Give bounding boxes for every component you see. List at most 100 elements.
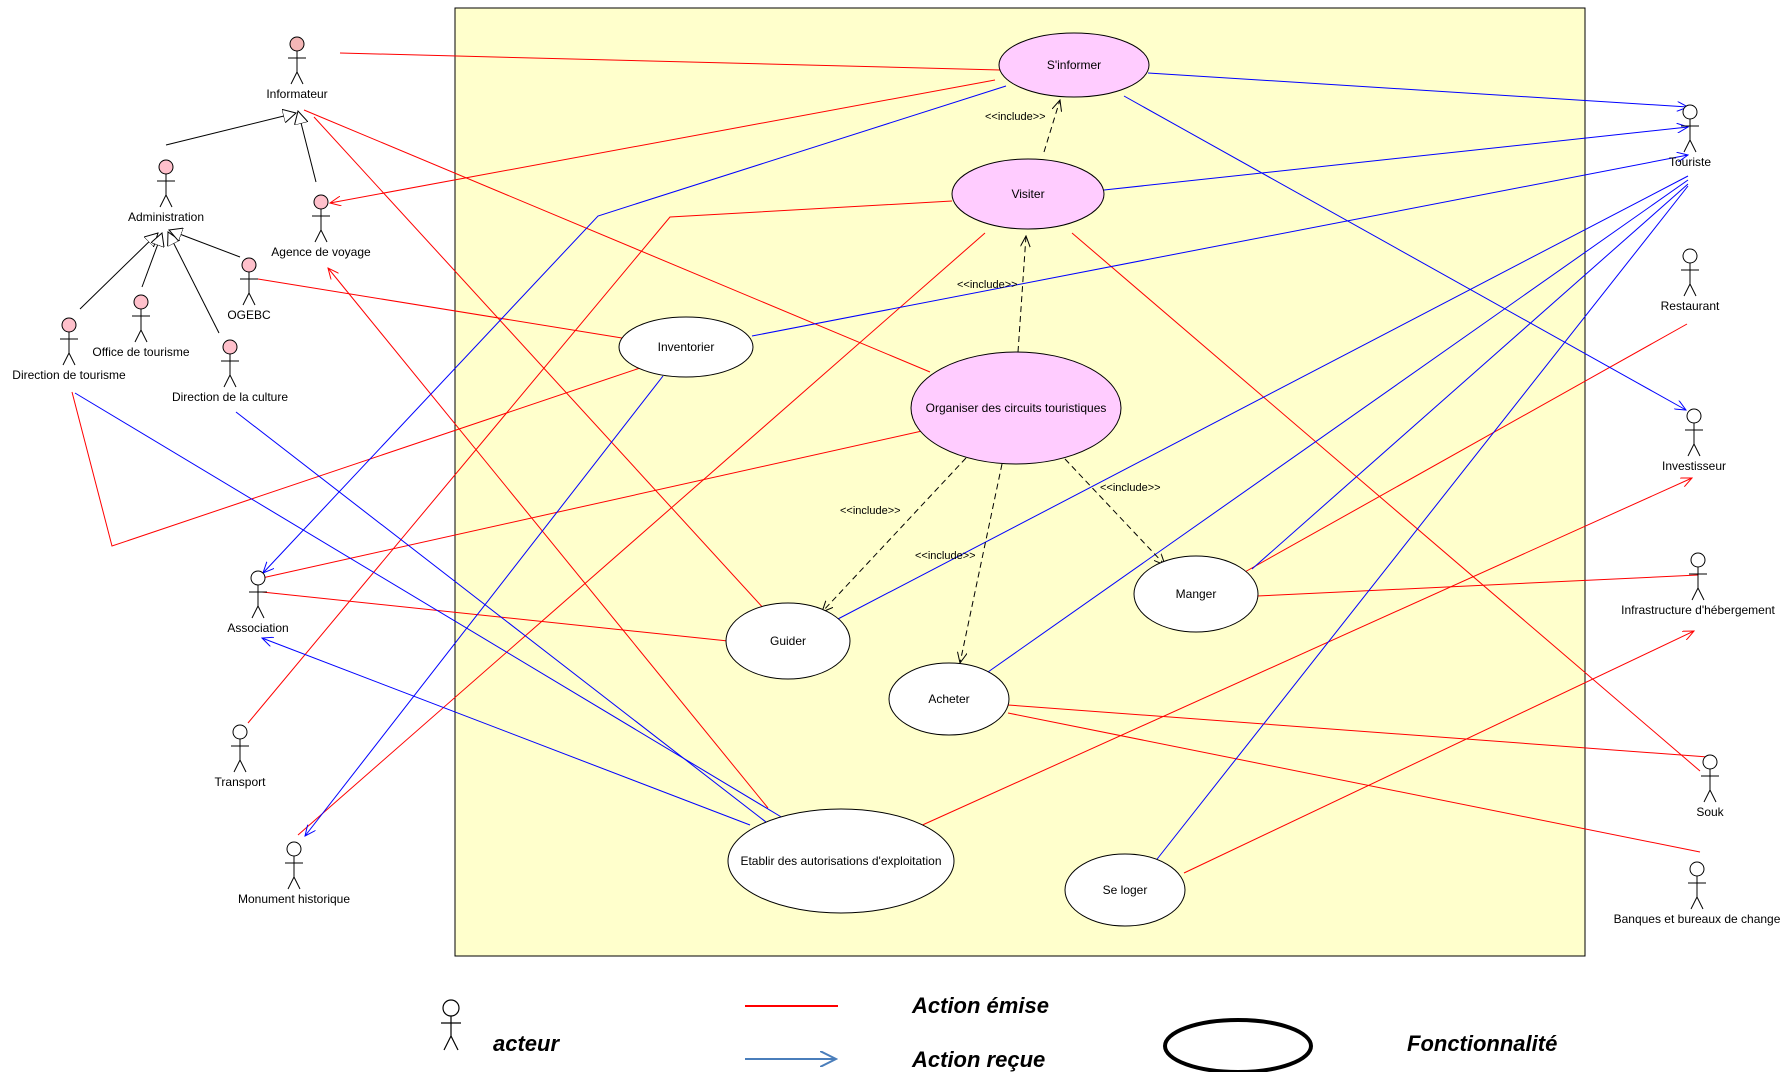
- use-case-visiter[interactable]: Visiter: [951, 158, 1105, 230]
- actor-label: OGEBC: [227, 308, 271, 322]
- use-case-sinformer[interactable]: S'informer: [998, 32, 1150, 98]
- actor-label: Banques et bureaux de change: [1614, 912, 1781, 926]
- emitted-action-line-ogebc-inventorier: [257, 278, 623, 339]
- actor-souk[interactable]: Souk: [1696, 754, 1725, 819]
- received-action-line-visiter-touriste: [1103, 127, 1688, 191]
- association-lines: [71, 52, 1709, 874]
- use-case-label: Acheter: [928, 692, 969, 706]
- actor-label: Agence de voyage: [271, 245, 371, 259]
- include-arrow-organiser-guider: [822, 457, 967, 612]
- include-arrow-organiser-manger: [1064, 458, 1165, 565]
- actor-label: Investisseur: [1662, 459, 1726, 473]
- legend-actor-label: acteur: [493, 1031, 560, 1056]
- use-case-label: Visiter: [1011, 187, 1044, 201]
- use-case-ellipse: [888, 662, 1010, 736]
- received-action-line-sinformer-association: [263, 85, 1007, 573]
- use-case-label: Etablir des autorisations d'exploitation: [740, 854, 941, 868]
- legend-emitted-label: Action émise: [911, 993, 1049, 1018]
- include-arrow-organiser-acheter: [960, 463, 1003, 663]
- emitted-action-line-transport-visiter: [247, 200, 953, 724]
- actor-office[interactable]: Office de tourisme: [92, 294, 190, 359]
- include-arrow-visiter-sinformer: [1043, 100, 1060, 153]
- actor-icon: [132, 294, 150, 343]
- legend: acteur Action émise Action reçue Fonctio…: [441, 993, 1557, 1072]
- use-case-manger[interactable]: Manger: [1133, 555, 1259, 633]
- include-relations: <<include>> <<include>> <<include>> <<inclu…: [822, 100, 1165, 663]
- use-case-label: Inventorier: [658, 340, 715, 354]
- emitted-action-line-organiser-informateur: [303, 109, 931, 373]
- use-case-ellipse: [727, 808, 955, 914]
- actor-label: Administration: [128, 210, 204, 224]
- actor-administration[interactable]: Administration: [128, 159, 204, 224]
- use-case-seloger[interactable]: Se loger: [1064, 853, 1186, 927]
- generalization-ogebc-administration: [169, 230, 241, 258]
- use-case-ellipse: [951, 158, 1105, 230]
- actor-ogebc[interactable]: OGEBC: [227, 257, 271, 322]
- use-case-ellipse: [1133, 555, 1259, 633]
- received-action-line-seloger-touriste: [1153, 185, 1689, 864]
- actor-banques[interactable]: Banques et bureaux de change: [1614, 861, 1781, 926]
- actor-touriste[interactable]: Touriste: [1669, 104, 1711, 169]
- actor-association[interactable]: Association: [227, 570, 289, 635]
- emitted-action-line-manger-restaurant: [1242, 323, 1688, 574]
- legend-usecase-ellipse: [1163, 1018, 1313, 1072]
- emitted-action-line-association-organiser: [261, 430, 923, 579]
- emitted-action-line-visiter-souk: [1071, 232, 1701, 772]
- use-case-label: Manger: [1176, 587, 1217, 601]
- received-action-line-etablir-association: [262, 638, 751, 826]
- legend-received-label: Action reçue: [911, 1047, 1045, 1072]
- emitted-action-line-guider-informateur: [313, 116, 767, 612]
- include-label-organiser-guider: <<include>>: [840, 505, 901, 517]
- include-label-organiser-acheter: <<include>>: [915, 550, 976, 562]
- emitted-action-line-inventorier-direction_tourisme: [71, 367, 641, 547]
- actor-restaurant[interactable]: Restaurant: [1661, 248, 1720, 313]
- actor-icon: [285, 841, 303, 890]
- actor-investisseur[interactable]: Investisseur: [1662, 408, 1726, 473]
- actor-informateur[interactable]: Informateur: [266, 36, 328, 101]
- received-action-line-inventorier-touriste: [751, 155, 1688, 337]
- use-case-ellipse: [998, 32, 1150, 98]
- generalization-office-administration: [141, 233, 162, 288]
- use-case-organiser[interactable]: Organiser des circuits touristiques: [910, 351, 1122, 465]
- actor-label: Restaurant: [1661, 299, 1720, 313]
- generalization-direction_culture-administration: [168, 232, 220, 334]
- received-action-line-sinformer-investisseur: [1123, 95, 1686, 410]
- actor-label: Souk: [1696, 805, 1724, 819]
- use-case-ellipse: [910, 351, 1122, 465]
- include-label-organiser-manger: <<include>>: [1100, 482, 1161, 494]
- emitted-action-line-association-guider: [261, 591, 729, 642]
- use-case-label: Se loger: [1103, 883, 1148, 897]
- include-label-visiter-sinformer: <<include>>: [985, 111, 1046, 123]
- emitted-action-line-sinformer-agence: [330, 79, 996, 203]
- actor-direction_tourisme[interactable]: Direction de tourisme: [12, 317, 126, 382]
- received-action-line-inventorier-monument: [305, 375, 664, 836]
- actor-agence[interactable]: Agence de voyage: [271, 194, 371, 259]
- generalization-lines: [79, 111, 317, 334]
- legend-usecase-label: Fonctionnalité: [1407, 1031, 1557, 1056]
- emitted-action-line-manger-hebergement: [1256, 574, 1699, 597]
- actor-icon: [288, 36, 306, 85]
- actor-icon: [1685, 408, 1703, 457]
- use-case-ellipse: [1064, 853, 1186, 927]
- use-case-label: Organiser des circuits touristiques: [926, 401, 1107, 415]
- system-boundary: [454, 7, 1586, 957]
- actor-label: Touriste: [1669, 155, 1711, 169]
- use-case-inventorier[interactable]: Inventorier: [618, 316, 754, 378]
- actor-hebergement[interactable]: Infrastructure d'hébergement: [1621, 552, 1776, 617]
- emitted-action-line-etablir-investisseur: [917, 478, 1692, 828]
- actor-icon: [240, 257, 258, 306]
- include-label-organiser-visiter: <<include>>: [957, 279, 1018, 291]
- use-case-etablir[interactable]: Etablir des autorisations d'exploitation: [727, 808, 955, 914]
- generalization-agence-informateur: [298, 111, 317, 183]
- use-case-guider[interactable]: Guider: [725, 602, 851, 680]
- use-case-acheter[interactable]: Acheter: [888, 662, 1010, 736]
- actor-icon: [1681, 104, 1699, 153]
- actor-direction_culture[interactable]: Direction de la culture: [172, 339, 288, 404]
- actor-label: Transport: [215, 775, 267, 789]
- actor-transport[interactable]: Transport: [215, 724, 267, 789]
- actor-monument[interactable]: Monument historique: [238, 841, 350, 906]
- generalization-administration-informateur: [165, 113, 296, 146]
